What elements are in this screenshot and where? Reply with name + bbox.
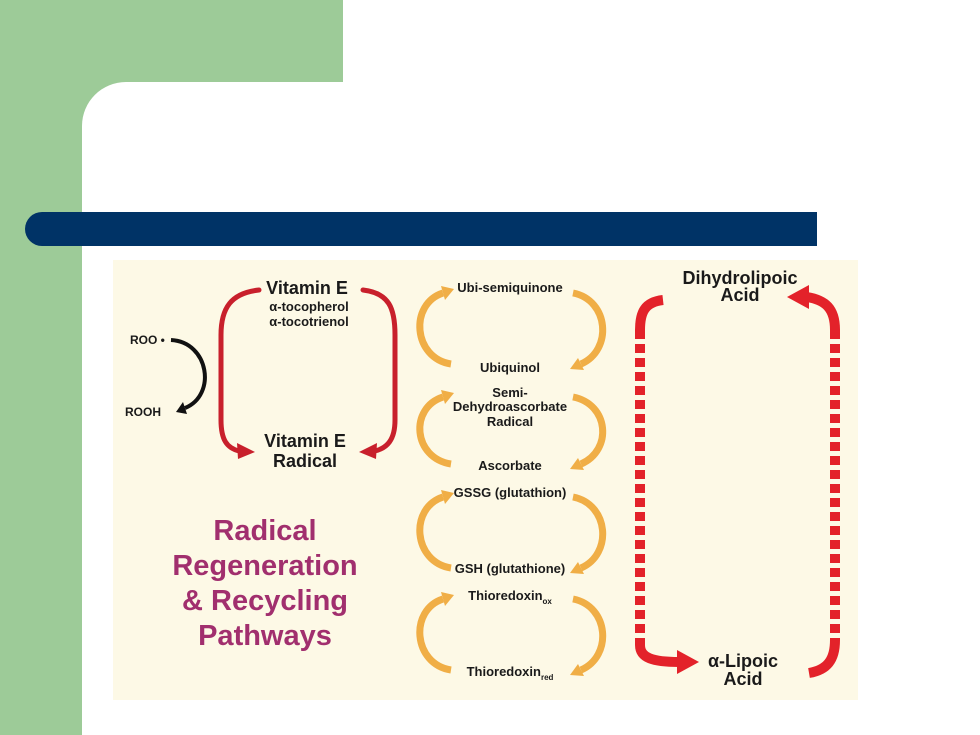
pair-2-top-label-line1: Semi-: [492, 385, 527, 400]
pair-1-top-label: Ubi-semiquinone: [457, 280, 562, 295]
header-bar: [25, 212, 817, 246]
pair-4-right-arrowhead: [570, 664, 584, 676]
vitamin-e-radical-label-line2: Radical: [273, 451, 337, 471]
pair-1-left-arrowhead: [441, 286, 454, 300]
lipoic-left-arrowhead: [677, 650, 699, 674]
pair-3-left-arrowhead: [441, 490, 454, 504]
pair-2-left-arrowhead: [441, 390, 454, 404]
dihydrolipoic-acid-label-line1: Dihydrolipoic: [682, 268, 797, 288]
diagram-title-line3: & Recycling: [182, 585, 348, 617]
alpha-lipoic-acid-label-line1: α-Lipoic: [708, 651, 778, 671]
pair-1-right-arrowhead: [570, 358, 584, 370]
pair-4-top-label-text: Thioredoxin: [468, 588, 542, 603]
vitamin-e-radical-label-line1: Vitamin E: [264, 431, 346, 451]
pair-2-left-arrow: [416, 393, 452, 468]
pair-3-right-arrow: [572, 493, 607, 572]
diagram-title-line2: Regeneration: [172, 550, 357, 582]
vitamin-e-left-arrowhead: [237, 443, 255, 459]
peroxyl-radical-label: ROO •: [130, 333, 165, 347]
pair-2-top-label-line2: Dehydroascorbate: [453, 399, 567, 414]
tocotrienol-label: α-tocotrienol: [269, 314, 349, 329]
pair-2-right-arrowhead: [570, 458, 584, 470]
tocopherol-label: α-tocopherol: [269, 299, 349, 314]
pair-4-bottom-label-text: Thioredoxin: [467, 664, 541, 679]
alpha-lipoic-acid-label-line2: Acid: [723, 669, 762, 689]
pair-3-top-label: GSSG (glutathion): [454, 485, 567, 500]
pair-4-bottom-label: Thioredoxinred: [467, 664, 554, 682]
pair-4-left-arrowhead: [441, 592, 454, 606]
pair-2-right-arrow: [572, 393, 607, 468]
hydroperoxide-label: ROOH: [125, 405, 161, 419]
peroxyl-curved-arrow: [170, 338, 207, 410]
vitamin-e-right-bracket-arrow: [360, 287, 398, 454]
pair-1-left-arrow: [416, 289, 452, 368]
diagram-title-line4: Pathways: [198, 620, 332, 652]
antioxidant-network-diagram: Vitamin E α-tocopherol α-tocotrienol Vit…: [113, 260, 858, 700]
pair-1-bottom-label: Ubiquinol: [480, 360, 540, 375]
pair-3-bottom-label: GSH (glutathione): [455, 561, 566, 576]
pair-1-right-arrow: [572, 289, 607, 368]
lipoic-right-bottom-curve: [807, 639, 840, 678]
diagram-title-line1: Radical: [213, 515, 316, 547]
pair-2-top-label-line3: Radical: [487, 414, 533, 429]
lipoic-right-arrowhead: [787, 285, 809, 309]
pair-4-left-arrow: [416, 595, 452, 674]
lipoic-left-bottom-curve: [635, 644, 680, 667]
vitamin-e-right-arrowhead: [359, 443, 377, 459]
vitamin-e-left-bracket-arrow: [218, 287, 262, 454]
pair-3-right-arrowhead: [570, 562, 584, 574]
peroxyl-arrowhead: [176, 402, 187, 414]
pair-4-top-subscript: ox: [543, 597, 553, 606]
green-side-strip: [0, 0, 82, 735]
pair-4-top-label: Thioredoxinox: [468, 588, 552, 606]
lipoic-right-top-curve: [805, 292, 840, 331]
lipoic-left-top-curve: [635, 295, 664, 331]
pair-4-bottom-subscript: red: [541, 673, 554, 682]
dihydrolipoic-acid-label-line2: Acid: [720, 285, 759, 305]
pair-4-right-arrow: [572, 595, 607, 674]
pair-3-left-arrow: [416, 493, 452, 572]
pair-2-bottom-label: Ascorbate: [478, 458, 542, 473]
diagram-canvas: Vitamin E α-tocopherol α-tocotrienol Vit…: [125, 268, 840, 689]
vitamin-e-label: Vitamin E: [266, 278, 348, 298]
